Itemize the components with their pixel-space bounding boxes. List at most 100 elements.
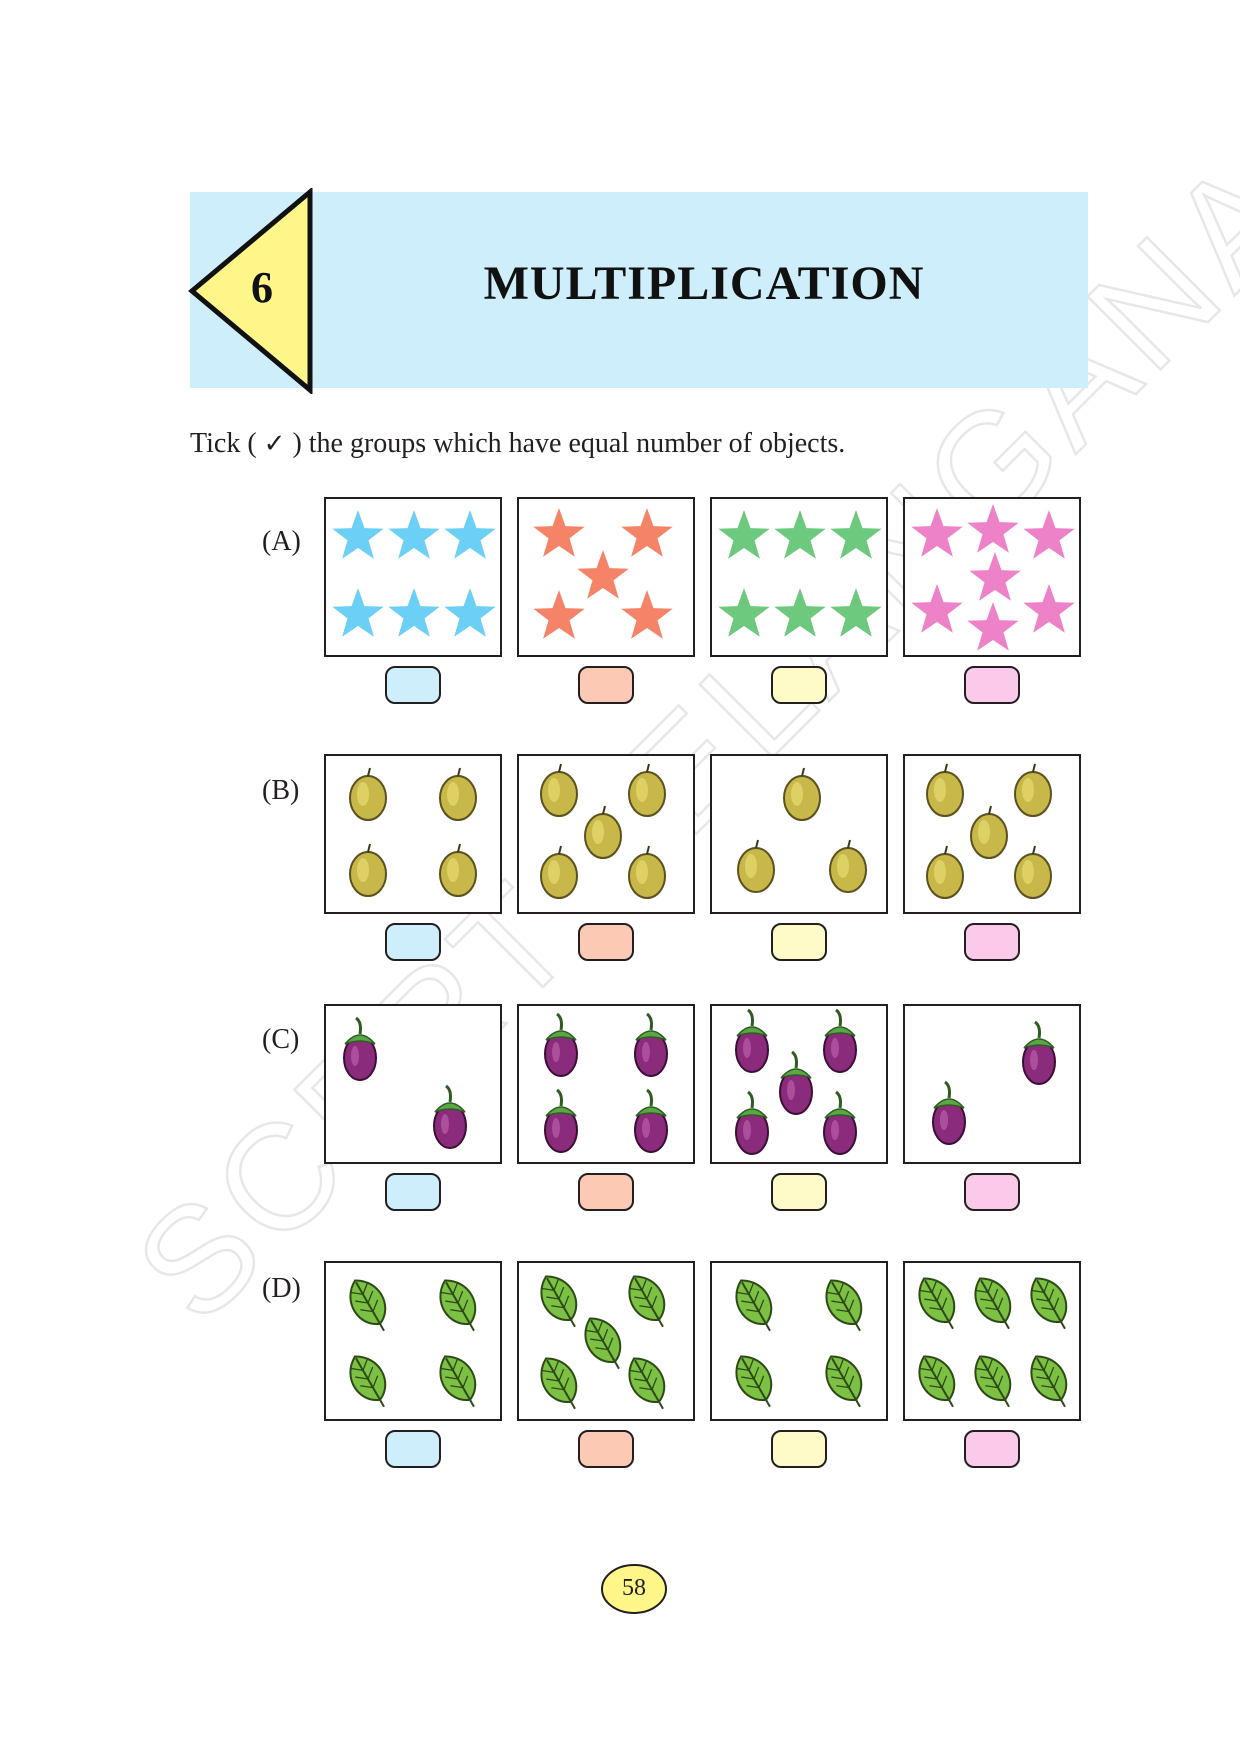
group-box-b3 — [710, 754, 888, 914]
leaf-icon — [735, 1355, 773, 1408]
chapter-title: MULTIPLICATION — [483, 257, 925, 310]
fruit-icon — [628, 763, 666, 817]
answer-box-b3[interactable] — [771, 923, 827, 961]
group-box-d2 — [517, 1261, 695, 1421]
star-icon — [774, 588, 826, 637]
row-label-b: (B) — [262, 775, 300, 806]
star-icon — [621, 590, 673, 639]
answer-box-b2[interactable] — [578, 923, 634, 961]
brinjal-icon — [433, 1084, 467, 1149]
star-icon — [967, 504, 1019, 553]
fruit-icon — [439, 767, 477, 821]
star-icon — [388, 588, 440, 637]
answer-box-b4[interactable] — [964, 923, 1020, 961]
instruction-text: Tick ( ✓ ) the groups which have equal n… — [190, 428, 845, 460]
brinjal-icon — [823, 1090, 857, 1155]
star-icon — [969, 552, 1021, 601]
instruction-suffix: ) the groups which have equal number of … — [285, 428, 846, 459]
fruit-icon — [584, 805, 622, 859]
brinjal-icon — [932, 1080, 966, 1145]
answer-box-d4[interactable] — [964, 1430, 1020, 1468]
leaf-icon — [628, 1275, 666, 1328]
answer-box-a3[interactable] — [771, 666, 827, 704]
fruit-icon — [540, 845, 578, 899]
leaf-icon — [735, 1279, 773, 1332]
leaf-icon — [584, 1317, 622, 1370]
brinjal-icon — [634, 1012, 668, 1077]
group-box-b1 — [324, 754, 502, 914]
answer-box-a1[interactable] — [385, 666, 441, 704]
fruit-icon — [349, 767, 387, 821]
star-icon — [577, 550, 629, 599]
page-number: 58 — [622, 1575, 646, 1601]
answer-box-d2[interactable] — [578, 1430, 634, 1468]
star-icon — [533, 590, 585, 639]
brinjal-icon — [735, 1090, 769, 1155]
fruit-icon — [783, 767, 821, 821]
brinjal-icon — [343, 1016, 377, 1081]
answer-box-c1[interactable] — [385, 1173, 441, 1211]
group-box-d4 — [903, 1261, 1081, 1421]
tick-icon: ✓ — [263, 429, 286, 459]
group-box-b4 — [903, 754, 1081, 914]
star-icon — [1023, 584, 1075, 633]
group-box-a4 — [903, 497, 1081, 657]
answer-box-c2[interactable] — [578, 1173, 634, 1211]
group-box-c2 — [517, 1004, 695, 1164]
fruit-icon — [926, 845, 964, 899]
star-icon — [911, 584, 963, 633]
fruit-icon — [628, 845, 666, 899]
leaf-icon — [1030, 1355, 1068, 1408]
brinjal-icon — [735, 1008, 769, 1073]
leaf-icon — [974, 1277, 1012, 1330]
star-icon — [774, 510, 826, 559]
fruit-icon — [970, 805, 1008, 859]
star-icon — [830, 588, 882, 637]
fruit-icon — [439, 843, 477, 897]
leaf-icon — [439, 1279, 477, 1332]
answer-box-d3[interactable] — [771, 1430, 827, 1468]
brinjal-icon — [1022, 1020, 1056, 1085]
instruction-prefix: Tick ( — [190, 428, 264, 459]
star-icon — [718, 510, 770, 559]
group-box-a1 — [324, 497, 502, 657]
group-box-a2 — [517, 497, 695, 657]
star-icon — [388, 510, 440, 559]
page-number-badge — [601, 1564, 667, 1614]
leaf-icon — [439, 1355, 477, 1408]
row-label-d: (D) — [262, 1273, 301, 1304]
star-icon — [911, 508, 963, 557]
answer-box-d1[interactable] — [385, 1430, 441, 1468]
star-icon — [444, 510, 496, 559]
leaf-icon — [628, 1357, 666, 1410]
star-icon — [332, 510, 384, 559]
chapter-number: 6 — [251, 263, 273, 312]
brinjal-icon — [634, 1088, 668, 1153]
star-icon — [444, 588, 496, 637]
answer-box-a2[interactable] — [578, 666, 634, 704]
star-icon — [621, 508, 673, 557]
group-box-b2 — [517, 754, 695, 914]
group-box-a3 — [710, 497, 888, 657]
brinjal-icon — [823, 1008, 857, 1073]
answer-box-c3[interactable] — [771, 1173, 827, 1211]
answer-box-a4[interactable] — [964, 666, 1020, 704]
leaf-icon — [918, 1277, 956, 1330]
star-icon — [718, 588, 770, 637]
leaf-icon — [974, 1355, 1012, 1408]
leaf-icon — [349, 1279, 387, 1332]
fruit-icon — [540, 763, 578, 817]
answer-box-b1[interactable] — [385, 923, 441, 961]
row-label-a: (A) — [262, 526, 301, 557]
star-icon — [967, 602, 1019, 651]
leaf-icon — [1030, 1277, 1068, 1330]
leaf-icon — [918, 1355, 956, 1408]
group-box-c3 — [710, 1004, 888, 1164]
leaf-icon — [540, 1275, 578, 1328]
group-box-c4 — [903, 1004, 1081, 1164]
brinjal-icon — [544, 1012, 578, 1077]
star-icon — [1023, 510, 1075, 559]
chapter-marker-triangle — [188, 188, 313, 394]
answer-box-c4[interactable] — [964, 1173, 1020, 1211]
group-box-c1 — [324, 1004, 502, 1164]
